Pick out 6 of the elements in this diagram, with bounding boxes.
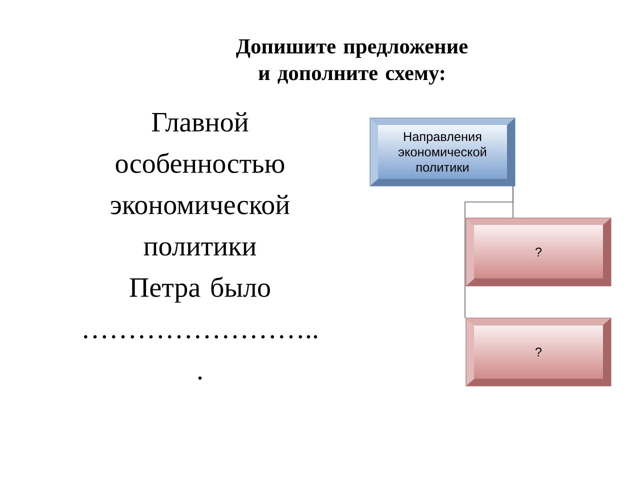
sentence: Главной особенностью экономической политики Петра было …………………….. . (84, 112, 318, 380)
process-box: Направления экономической политики (370, 118, 516, 186)
title: Допишите предложение и дополните схему: (236, 39, 468, 85)
connector-line (464, 186, 514, 318)
process-box: ? (466, 218, 612, 286)
process-box: ? (466, 318, 612, 386)
